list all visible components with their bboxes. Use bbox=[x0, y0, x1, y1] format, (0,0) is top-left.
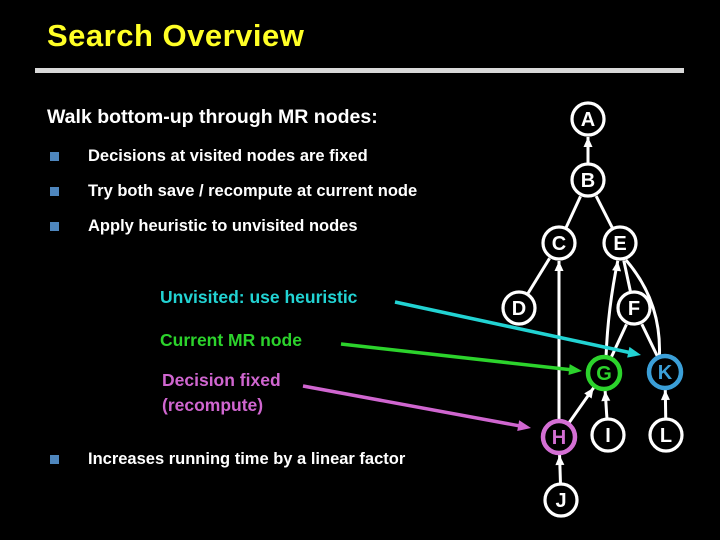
edge-G-F bbox=[609, 323, 628, 359]
bullet-square-icon bbox=[50, 455, 59, 464]
title-underline bbox=[35, 68, 684, 73]
node-B bbox=[570, 162, 606, 198]
node-A bbox=[570, 101, 606, 137]
node-label-I: I bbox=[605, 425, 611, 447]
node-label-G: G bbox=[596, 363, 612, 385]
bullet-square-icon bbox=[50, 152, 59, 161]
edge-E-B bbox=[594, 195, 614, 229]
arrowhead-icon bbox=[612, 260, 622, 272]
node-E bbox=[602, 225, 638, 261]
annotation-arrow-unvisited bbox=[394, 300, 632, 355]
bullet-square-icon bbox=[50, 222, 59, 231]
edge-K-F bbox=[640, 323, 659, 358]
node-label-F: F bbox=[628, 298, 640, 320]
node-L bbox=[648, 417, 684, 453]
arrowhead-icon bbox=[568, 364, 582, 376]
bullet-row: Apply heuristic to unvisited nodes bbox=[0, 217, 520, 241]
node-label-B: B bbox=[581, 170, 595, 192]
edge-F-E bbox=[622, 260, 632, 292]
node-label-D: D bbox=[512, 298, 526, 320]
node-label-A: A bbox=[581, 109, 595, 131]
node-I bbox=[590, 417, 626, 453]
bullet-row: Increases running time by a linear facto… bbox=[0, 450, 520, 474]
bullet-text: Try both save / recompute at current nod… bbox=[88, 182, 418, 200]
slide-title: Search Overview bbox=[47, 18, 305, 53]
node-label-K: K bbox=[658, 362, 673, 384]
arrowhead-icon bbox=[583, 137, 593, 147]
bullet-row: Decisions at visited nodes are fixed bbox=[0, 147, 520, 171]
node-D bbox=[501, 290, 537, 326]
node-H bbox=[540, 418, 578, 456]
edge-C-B bbox=[564, 195, 582, 229]
annotation-unvisited: Unvisited: use heuristic bbox=[160, 287, 358, 307]
annotation-current-mr-node: Current MR node bbox=[160, 330, 302, 350]
node-F bbox=[616, 290, 652, 326]
node-label-C: C bbox=[552, 233, 566, 255]
node-G bbox=[585, 354, 623, 392]
annotation-arrow-fixed bbox=[302, 384, 522, 428]
arrowhead-icon bbox=[627, 346, 641, 358]
node-label-H: H bbox=[552, 427, 566, 449]
edge-G-E bbox=[604, 260, 620, 357]
node-J bbox=[543, 482, 579, 518]
bullet-text: Decisions at visited nodes are fixed bbox=[88, 147, 368, 165]
arrowhead-icon bbox=[601, 390, 611, 402]
bullet-text: Apply heuristic to unvisited nodes bbox=[88, 217, 358, 235]
node-label-E: E bbox=[613, 233, 626, 255]
bullet-square-icon bbox=[50, 187, 59, 196]
node-K bbox=[646, 353, 684, 391]
annotation-arrow-current bbox=[340, 342, 573, 372]
arrowhead-icon bbox=[660, 389, 670, 401]
arrowhead-icon bbox=[584, 387, 594, 399]
edge-K-E bbox=[624, 259, 661, 357]
node-label-L: L bbox=[660, 425, 672, 447]
arrowhead-icon bbox=[554, 261, 564, 271]
arrowhead-icon bbox=[517, 420, 531, 432]
arrowhead-icon bbox=[555, 454, 565, 466]
node-C bbox=[541, 225, 577, 261]
bullet-row: Try both save / recompute at current nod… bbox=[0, 182, 520, 206]
bullet-text: Increases running time by a linear facto… bbox=[88, 450, 406, 468]
edge-D-C bbox=[526, 257, 551, 295]
annotation-decision-fixed: Decision fixed (recompute) bbox=[162, 368, 281, 418]
annotation-decision-fixed-line2: (recompute) bbox=[162, 395, 264, 415]
intro-text: Walk bottom-up through MR nodes: bbox=[47, 106, 378, 128]
annotation-decision-fixed-line1: Decision fixed bbox=[162, 370, 281, 390]
node-label-J: J bbox=[555, 490, 566, 512]
